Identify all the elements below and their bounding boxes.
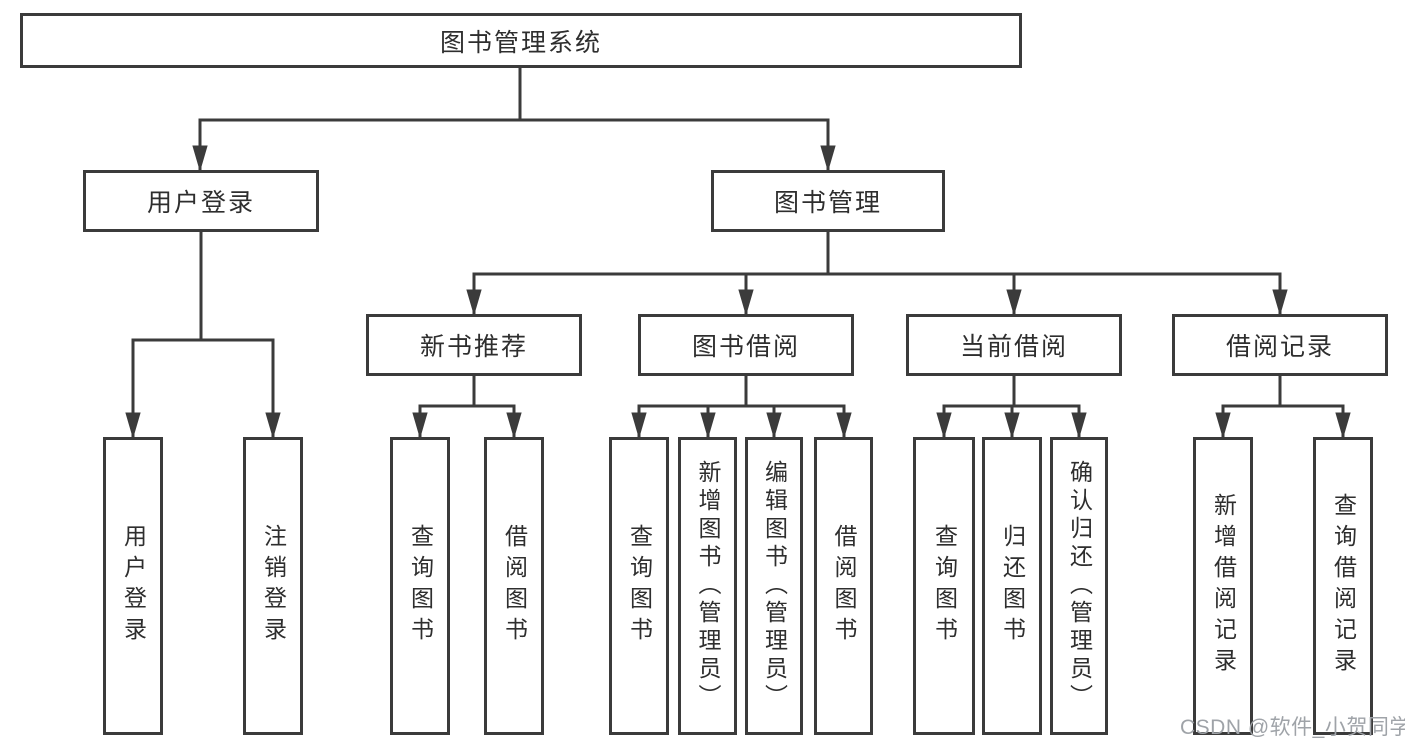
node-label: 确认归还（管理员） (1066, 460, 1093, 712)
node-query-books: 查询图书 (390, 437, 450, 735)
node-label: 新增借阅记录 (1210, 493, 1237, 679)
node-label: 图书管理 (773, 189, 882, 217)
branch-rails (131, 66, 1345, 408)
node-label: 用户登录 (120, 524, 147, 648)
node-label: 用户登录 (146, 189, 255, 217)
node-current-borrow: 当前借阅 (906, 314, 1122, 376)
node-query-books: 查询图书 (913, 437, 975, 735)
node-add-borrow-record: 新增借阅记录 (1193, 437, 1253, 735)
node-label: 借阅图书 (501, 524, 528, 648)
node-confirm-return-admin: 确认归还（管理员） (1050, 437, 1108, 735)
node-query-borrow-record: 查询借阅记录 (1313, 437, 1373, 735)
node-add-book-admin: 新增图书（管理员） (678, 437, 737, 735)
node-edit-book-admin: 编辑图书（管理员） (745, 437, 803, 735)
node-label: 注销登录 (260, 524, 287, 648)
node-borrow-records: 借阅记录 (1172, 314, 1388, 376)
node-book-management: 图书管理 (711, 170, 945, 232)
node-book-borrow: 图书借阅 (638, 314, 854, 376)
node-label: 借阅记录 (1225, 333, 1334, 361)
node-label: 当前借阅 (959, 333, 1068, 361)
node-label: 查询借阅记录 (1330, 493, 1357, 679)
node-label: 新书推荐 (419, 333, 528, 361)
node-label: 查询图书 (407, 524, 434, 648)
node-borrow-books: 借阅图书 (814, 437, 873, 735)
node-label: 编辑图书（管理员） (761, 460, 788, 712)
node-label: 查询图书 (626, 524, 653, 648)
node-label: 新增图书（管理员） (695, 460, 721, 712)
node-query-books: 查询图书 (609, 437, 669, 735)
node-user-login: 用户登录 (83, 170, 319, 232)
node-borrow-books: 借阅图书 (484, 437, 544, 735)
node-new-book-recommend: 新书推荐 (366, 314, 582, 376)
node-return-book: 归还图书 (982, 437, 1042, 735)
node-logout-action: 注销登录 (243, 437, 303, 735)
node-label: 归还图书 (999, 524, 1026, 648)
node-user-login-action: 用户登录 (103, 437, 163, 735)
node-label: 查询图书 (931, 524, 958, 648)
node-library-management-system: 图书管理系统 (20, 13, 1022, 68)
node-label: 借阅图书 (831, 524, 857, 648)
csdn-watermark: CSDN @软件_小贺同学 (1180, 716, 1405, 739)
node-label: 图书管理系统 (439, 28, 602, 57)
node-label: 图书借阅 (691, 333, 800, 361)
